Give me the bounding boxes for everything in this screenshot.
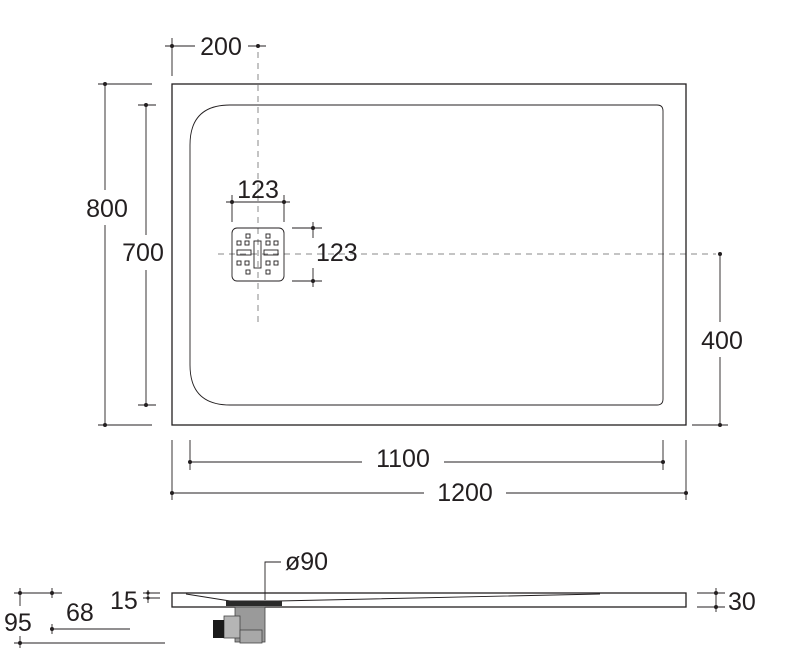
dimension-drain-diameter: ø90 [264,548,328,600]
dimension-label: 1100 [376,445,430,473]
dimension-label: 1200 [437,479,493,507]
dimension-drain-offset-x: 200 [165,33,266,76]
dimension-label: 200 [200,33,242,61]
tray-slope [185,593,601,602]
dimension-label: 68 [66,599,94,627]
dimension-label: 800 [86,195,128,223]
dimension-overall-depth: 800 [86,82,152,427]
dimension-inner-depth: 700 [122,103,164,407]
side-view: ø90 30 15 95 68 [4,548,756,648]
dimension-label: 400 [701,327,743,355]
dimension-outlet-height: 68 [50,588,130,634]
tray-outline [171,83,687,426]
dimension-label: 123 [237,176,279,204]
tray-inner-basin [189,104,664,406]
drain-waste-trap-icon [213,601,282,644]
dimension-label: 15 [110,587,138,615]
dimension-total-height: 95 [4,588,165,648]
dimension-drain-height: 123 [292,222,358,287]
dimension-edge-height: 15 [110,587,160,615]
dimension-overall-width: 1200 [170,440,688,507]
tray-profile [171,592,687,608]
dimension-tray-height: 30 [697,588,756,616]
dimension-drain-offset-y: 400 [692,252,743,427]
dimension-label: ø90 [285,548,328,576]
drain-grate-icon [231,227,285,282]
dimension-drain-width: 123 [226,176,290,222]
dimension-label: 95 [4,609,32,637]
dimension-label: 123 [316,239,358,267]
plan-view: 200 800 700 400 1100 [86,33,743,507]
dimension-label: 30 [728,588,756,616]
dimension-inner-width: 1100 [188,440,665,473]
dimension-label: 700 [122,239,164,267]
